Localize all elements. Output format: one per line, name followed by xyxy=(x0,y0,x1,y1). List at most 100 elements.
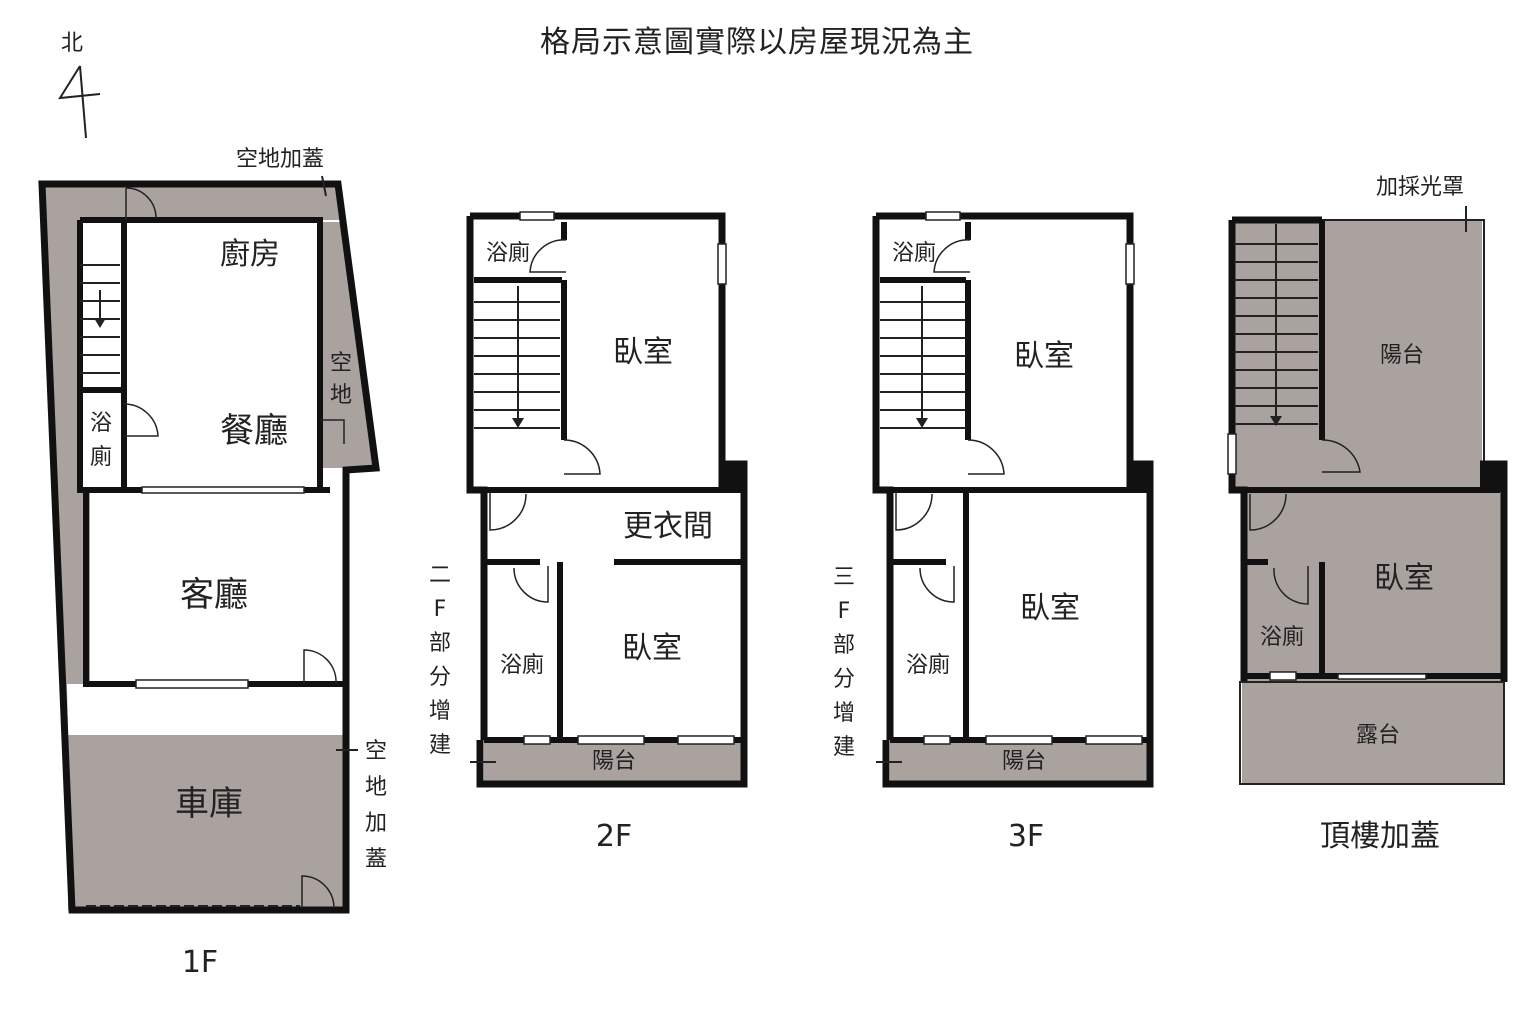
f3-bath-door-icon xyxy=(933,239,971,273)
f3-note-char-1: 三 xyxy=(833,565,855,590)
north-label: 北 xyxy=(61,31,83,56)
f2-stair-arrow-icon xyxy=(512,418,524,428)
f2-stair-treads xyxy=(474,286,560,429)
f2-note-char-5: 增 xyxy=(429,699,451,724)
f1-living-door-icon xyxy=(303,649,337,685)
f2-window-bedroom-b xyxy=(677,735,735,745)
f2-bedroom-top-label: 臥室 xyxy=(613,335,673,370)
f2-window-bedroom-a xyxy=(577,735,645,745)
roof-stair-door-icon xyxy=(1249,493,1287,531)
f3-note-char-4: 分 xyxy=(833,667,855,692)
f1-inner-walls xyxy=(77,217,346,687)
f2-window-right xyxy=(717,243,727,285)
f1-garage-label: 車庫 xyxy=(175,784,243,824)
f3-note-char-3: 部 xyxy=(833,633,855,658)
f2-stairs xyxy=(474,286,560,429)
f3-stair-treads xyxy=(880,286,966,429)
f1-side-note-char-3: 加 xyxy=(365,811,387,836)
f2-bath-lower-door-icon xyxy=(513,566,549,603)
f1-kitchen-label: 廚房 xyxy=(220,237,280,272)
f3-balcony-label: 陽台 xyxy=(1002,749,1046,774)
f2-note-char-4: 分 xyxy=(429,665,451,690)
roof-balcony-label: 陽台 xyxy=(1380,343,1424,368)
f3-window-top xyxy=(925,211,961,221)
roof-window-left xyxy=(1227,433,1237,475)
roof-window-bath xyxy=(1269,671,1297,681)
f3-window-bedroom-a xyxy=(985,735,1053,745)
f3-balcony-fill xyxy=(890,740,1152,784)
f2-note-char-3: 部 xyxy=(429,631,451,656)
f3-stair-door-icon xyxy=(895,492,933,531)
f1-bath-label-b: 廁 xyxy=(90,445,112,470)
north-arrow: 北 xyxy=(58,31,101,139)
roof-upper-fill xyxy=(1232,220,1482,490)
f3-note-char-2: F xyxy=(838,599,851,624)
f3-bath-bottom-label: 浴廁 xyxy=(906,653,950,678)
floor-3f: 浴廁 臥室 臥室 浴廁 陽台 三 F 部 分 增 建 3F xyxy=(833,211,1154,854)
f2-window-bath xyxy=(523,735,551,745)
roof-skylight-outline xyxy=(1322,219,1485,462)
f2-floor-label: 2F xyxy=(596,819,632,854)
f1-top-addition-leader xyxy=(321,175,327,197)
f1-side-addition-note: 空 地 加 蓋 xyxy=(336,739,387,872)
f2-stair-door-icon xyxy=(489,492,527,531)
f1-addition-left xyxy=(42,184,342,910)
f2-bath-bottom-label: 浴廁 xyxy=(500,653,544,678)
f3-bedroom-bottom-label: 臥室 xyxy=(1020,591,1080,626)
roof-column xyxy=(1480,464,1506,492)
f1-side-note-char-1: 空 xyxy=(365,739,387,764)
f1-top-addition-note: 空地加蓋 xyxy=(236,147,324,172)
f2-bath-door-icon xyxy=(529,239,567,273)
roof-skylight-note: 加採光罩 xyxy=(1376,175,1464,200)
f2-balcony-fill xyxy=(484,740,746,784)
f2-window-top xyxy=(519,211,555,221)
f1-stair-arrow-icon xyxy=(94,318,106,328)
f2-bath-top-label: 浴廁 xyxy=(486,241,530,266)
f1-dining-opening xyxy=(141,486,305,494)
f1-garage-door-icon xyxy=(301,875,335,909)
f1-side-note-char-4: 蓋 xyxy=(365,847,387,872)
f3-window-right xyxy=(1125,243,1135,285)
roof-bedroom-label: 臥室 xyxy=(1374,561,1434,596)
f2-note-char-2: F xyxy=(434,597,447,622)
f2-column xyxy=(722,464,746,492)
roof-bath-door-icon xyxy=(1273,566,1309,605)
f3-bath-top-label: 浴廁 xyxy=(892,241,936,266)
f3-floor-label: 3F xyxy=(1008,819,1044,854)
roof-middle-fill xyxy=(1244,490,1502,682)
f3-partial-addition-note: 三 F 部 分 增 建 xyxy=(833,565,902,763)
floor-1f: 廚房 餐廳 客廳 車庫 浴 廁 空 地 空地加蓋 空 地 加 蓋 1F xyxy=(38,147,387,980)
f3-bedroom-door-icon xyxy=(967,439,1005,475)
f1-bath-label-a: 浴 xyxy=(90,411,112,436)
f3-window-bedroom-b xyxy=(1085,735,1143,745)
roof-terrace-outline xyxy=(1239,681,1505,785)
f2-note-char-1: 二 xyxy=(429,563,451,588)
floor-roof: 陽台 臥室 浴廁 露台 加採光罩 頂樓加蓋 xyxy=(1227,175,1508,854)
f2-partial-addition-note: 二 F 部 分 增 建 xyxy=(429,563,496,763)
f1-living-label: 客廳 xyxy=(180,575,248,615)
roof-floor-label: 頂樓加蓋 xyxy=(1320,819,1440,854)
page-title: 格局示意圖實際以房屋現況為主 xyxy=(540,25,974,60)
f1-door-top-icon xyxy=(125,187,157,220)
f3-bedroom-top-label: 臥室 xyxy=(1014,339,1074,374)
f1-garage-entry xyxy=(86,688,342,735)
f1-side-note-char-2: 地 xyxy=(365,775,387,800)
f1-stairs xyxy=(80,264,120,374)
f3-note-char-6: 建 xyxy=(833,735,855,760)
roof-bath-label: 浴廁 xyxy=(1260,625,1304,650)
north-arrow-icon xyxy=(58,65,101,139)
f2-bedroom-bottom-label: 臥室 xyxy=(622,631,682,666)
f3-bath-lower-door-icon xyxy=(919,566,955,603)
f1-dining-label: 餐廳 xyxy=(220,411,288,451)
f1-open-label-b: 地 xyxy=(330,383,352,408)
roof-terrace-fill xyxy=(1242,682,1504,784)
f1-garage-fill xyxy=(68,735,344,910)
f3-note-char-5: 增 xyxy=(833,701,855,726)
f1-open-space-door-icon xyxy=(320,419,345,444)
roof-balcony-door-icon xyxy=(1321,439,1361,473)
f1-open-space-fill xyxy=(322,222,376,468)
f3-window-bath xyxy=(923,735,951,745)
f1-outer-wall xyxy=(38,180,380,914)
f1-bath-door-icon xyxy=(123,403,159,437)
